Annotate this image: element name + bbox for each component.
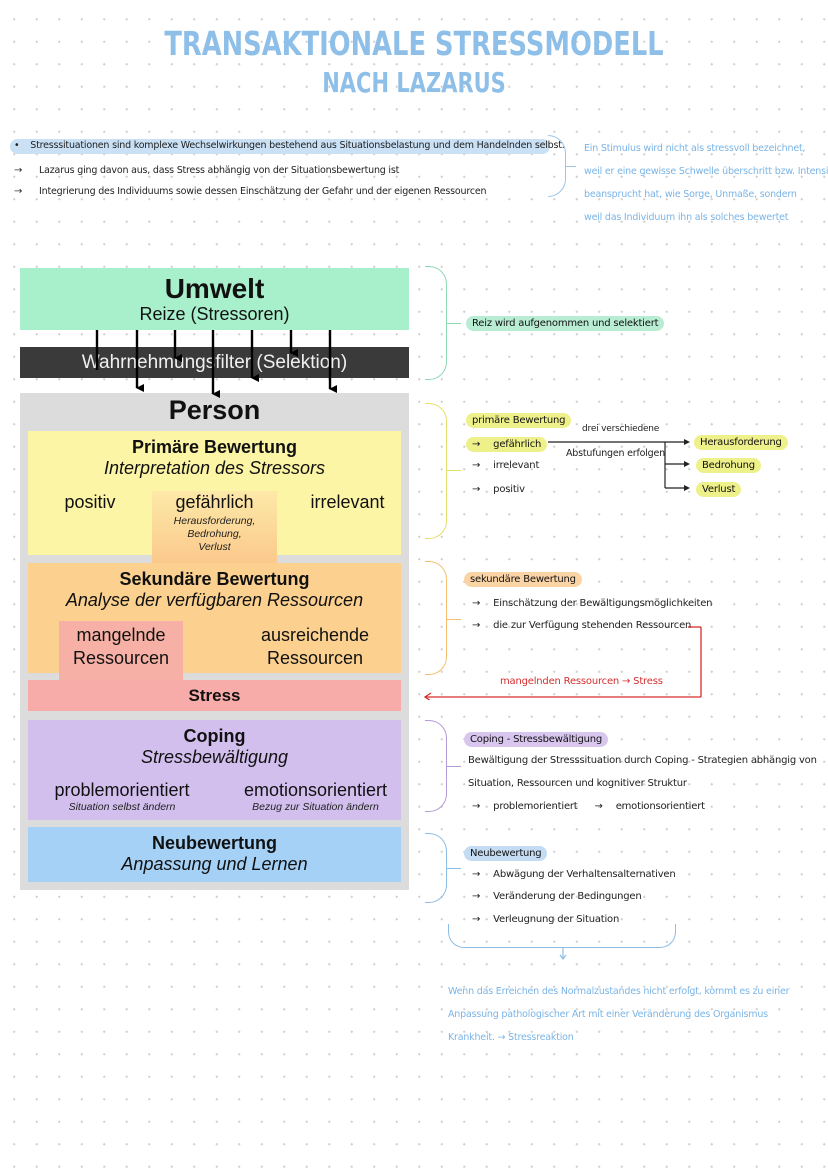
secondary-note-item: → die zur Verfügung stehenden Ressourcen: [472, 620, 692, 631]
umwelt-subtitle: Reize (Stressoren): [139, 304, 290, 324]
brace-connector: [447, 619, 461, 620]
reappraisal-box: Neubewertung Anpassung und Lernen: [28, 827, 401, 882]
lacking-resources: mangelnde Ressourcen: [72, 625, 170, 668]
lacking-resources-tab: [59, 621, 183, 681]
branch-text-top: drei verschiedene: [582, 424, 660, 434]
perception-filter: Wahrnehmungsfilter (Selektion): [20, 347, 409, 378]
reappraisal-subtitle: Anpassung und Lernen: [121, 854, 308, 874]
stimulus-arrows: [95, 330, 337, 398]
person-title: Person: [168, 395, 261, 425]
sufficient-resources: ausreichende Ressourcen: [260, 625, 370, 668]
brace-connector: [447, 766, 461, 767]
arrow-right-icon: →: [14, 165, 23, 176]
outcome-loss: Verlust: [696, 482, 742, 497]
danger-detail: Herausforderung, Bedrohung, Verlust: [173, 515, 256, 553]
bullet-icon: •: [14, 140, 20, 151]
umwelt-box: Umwelt Reize (Stressoren): [20, 268, 409, 330]
option-positive: positiv: [64, 492, 116, 512]
coping-subtitle: Stressbewältigung: [140, 747, 289, 767]
primary-title: Primäre Bewertung: [131, 437, 298, 457]
option-irrelevant: irrelevant: [310, 492, 385, 512]
outcome-challenge: Herausforderung: [694, 435, 788, 450]
coping-note-line: Bewältigung der Stresssituation durch Co…: [468, 755, 817, 766]
danger-tab: [152, 491, 277, 563]
page-subtitle: NACH LAZARUS: [322, 66, 506, 99]
reappraisal-note-item: → Abwägung der Verhaltensalternativen: [472, 869, 676, 880]
page-title: TRANSAKTIONALE STRESSMODELL: [164, 24, 664, 63]
arrow-right-icon: →: [472, 801, 481, 812]
coping-note-items: → problemorientiert → emotionsorientiert: [472, 801, 705, 812]
intro-bullet: → Integrierung des Individuums sowie des…: [14, 186, 487, 197]
person-box: Person Primäre Bewertung Interpretation …: [20, 393, 409, 890]
primary-note-item: → irrelevant: [472, 460, 540, 471]
arrow-right-icon: →: [594, 801, 603, 812]
umwelt-brace: [425, 266, 447, 380]
coping-title: Coping: [183, 726, 246, 746]
reappraisal-brace: [425, 833, 447, 903]
umwelt-note: Reiz wird aufgenommen und selektiert: [466, 316, 665, 331]
reappraisal-bottom-brace: [448, 924, 676, 948]
brace-connector: [566, 166, 576, 167]
stress-conclusion: mangelnden Ressourcen → Stress: [500, 676, 663, 687]
coping-brace: [425, 720, 447, 812]
reappraisal-title: Neubewertung: [151, 833, 277, 853]
arrow-right-icon: →: [472, 620, 481, 631]
arrow-right-icon: →: [472, 460, 481, 471]
intro-highlight-bg: [10, 139, 550, 154]
arrow-down-icon: [559, 947, 567, 960]
primary-note-item: → gefährlich: [466, 437, 548, 452]
primary-note-label: primäre Bewertung: [466, 413, 572, 428]
arrow-right-icon: →: [472, 914, 481, 925]
secondary-subtitle: Analyse der verfügbaren Ressourcen: [65, 590, 364, 610]
secondary-note-label: sekundäre Bewertung: [464, 572, 582, 587]
arrow-right-icon: →: [472, 484, 481, 495]
option-dangerous: gefährlich: [175, 492, 254, 512]
brace-connector: [447, 323, 461, 324]
arrow-right-icon: →: [472, 869, 481, 880]
coping-box: Coping Stressbewältigung problemorientie…: [28, 720, 401, 820]
secondary-title: Sekundäre Bewertung: [119, 569, 310, 589]
coping-note-line: Situation, Ressourcen und kognitiver Str…: [468, 778, 687, 789]
primary-note-item: → positiv: [472, 484, 525, 495]
brace-connector: [447, 868, 461, 869]
outcome-threat: Bedrohung: [696, 458, 761, 473]
reappraisal-note-item: → Verleugnung der Situation: [472, 914, 620, 925]
reappraisal-note-item: → Veränderung der Bedingungen: [472, 891, 642, 902]
umwelt-title: Umwelt: [164, 273, 265, 304]
branch-arrows: [548, 439, 690, 491]
emotion-focused: emotionsorientiert Bezug zur Situation ä…: [243, 780, 388, 813]
arrow-right-icon: →: [472, 439, 481, 450]
primary-brace: [425, 403, 447, 539]
primary-subtitle: Interpretation des Stressors: [103, 458, 326, 478]
final-note: Wenn das Erreichen des Normalzustandes n…: [448, 986, 790, 1043]
reappraisal-note-label: Neubewertung: [464, 846, 548, 861]
branch-text-bottom: Abstufungen erfolgen: [566, 448, 665, 459]
intro-highlight-text: • Stresssituationen sind komplexe Wechse…: [14, 140, 565, 151]
intro-side-note: Ein Stimulus wird nicht als stressvoll b…: [584, 143, 828, 223]
problem-focused: problemorientiert Situation selbst änder…: [54, 780, 190, 813]
secondary-note-item: → Einschätzung der Bewältigungsmöglichke…: [472, 598, 713, 609]
arrow-right-icon: →: [472, 598, 481, 609]
stress-box: Stress: [28, 680, 401, 711]
intro-bullet: → Lazarus ging davon aus, dass Stress ab…: [14, 165, 400, 176]
brace-connector: [447, 470, 461, 471]
stress-return-arrow: [423, 626, 702, 700]
arrow-right-icon: →: [14, 186, 23, 197]
coping-note-label: Coping - Stressbewältigung: [464, 732, 609, 747]
arrow-right-icon: →: [472, 891, 481, 902]
